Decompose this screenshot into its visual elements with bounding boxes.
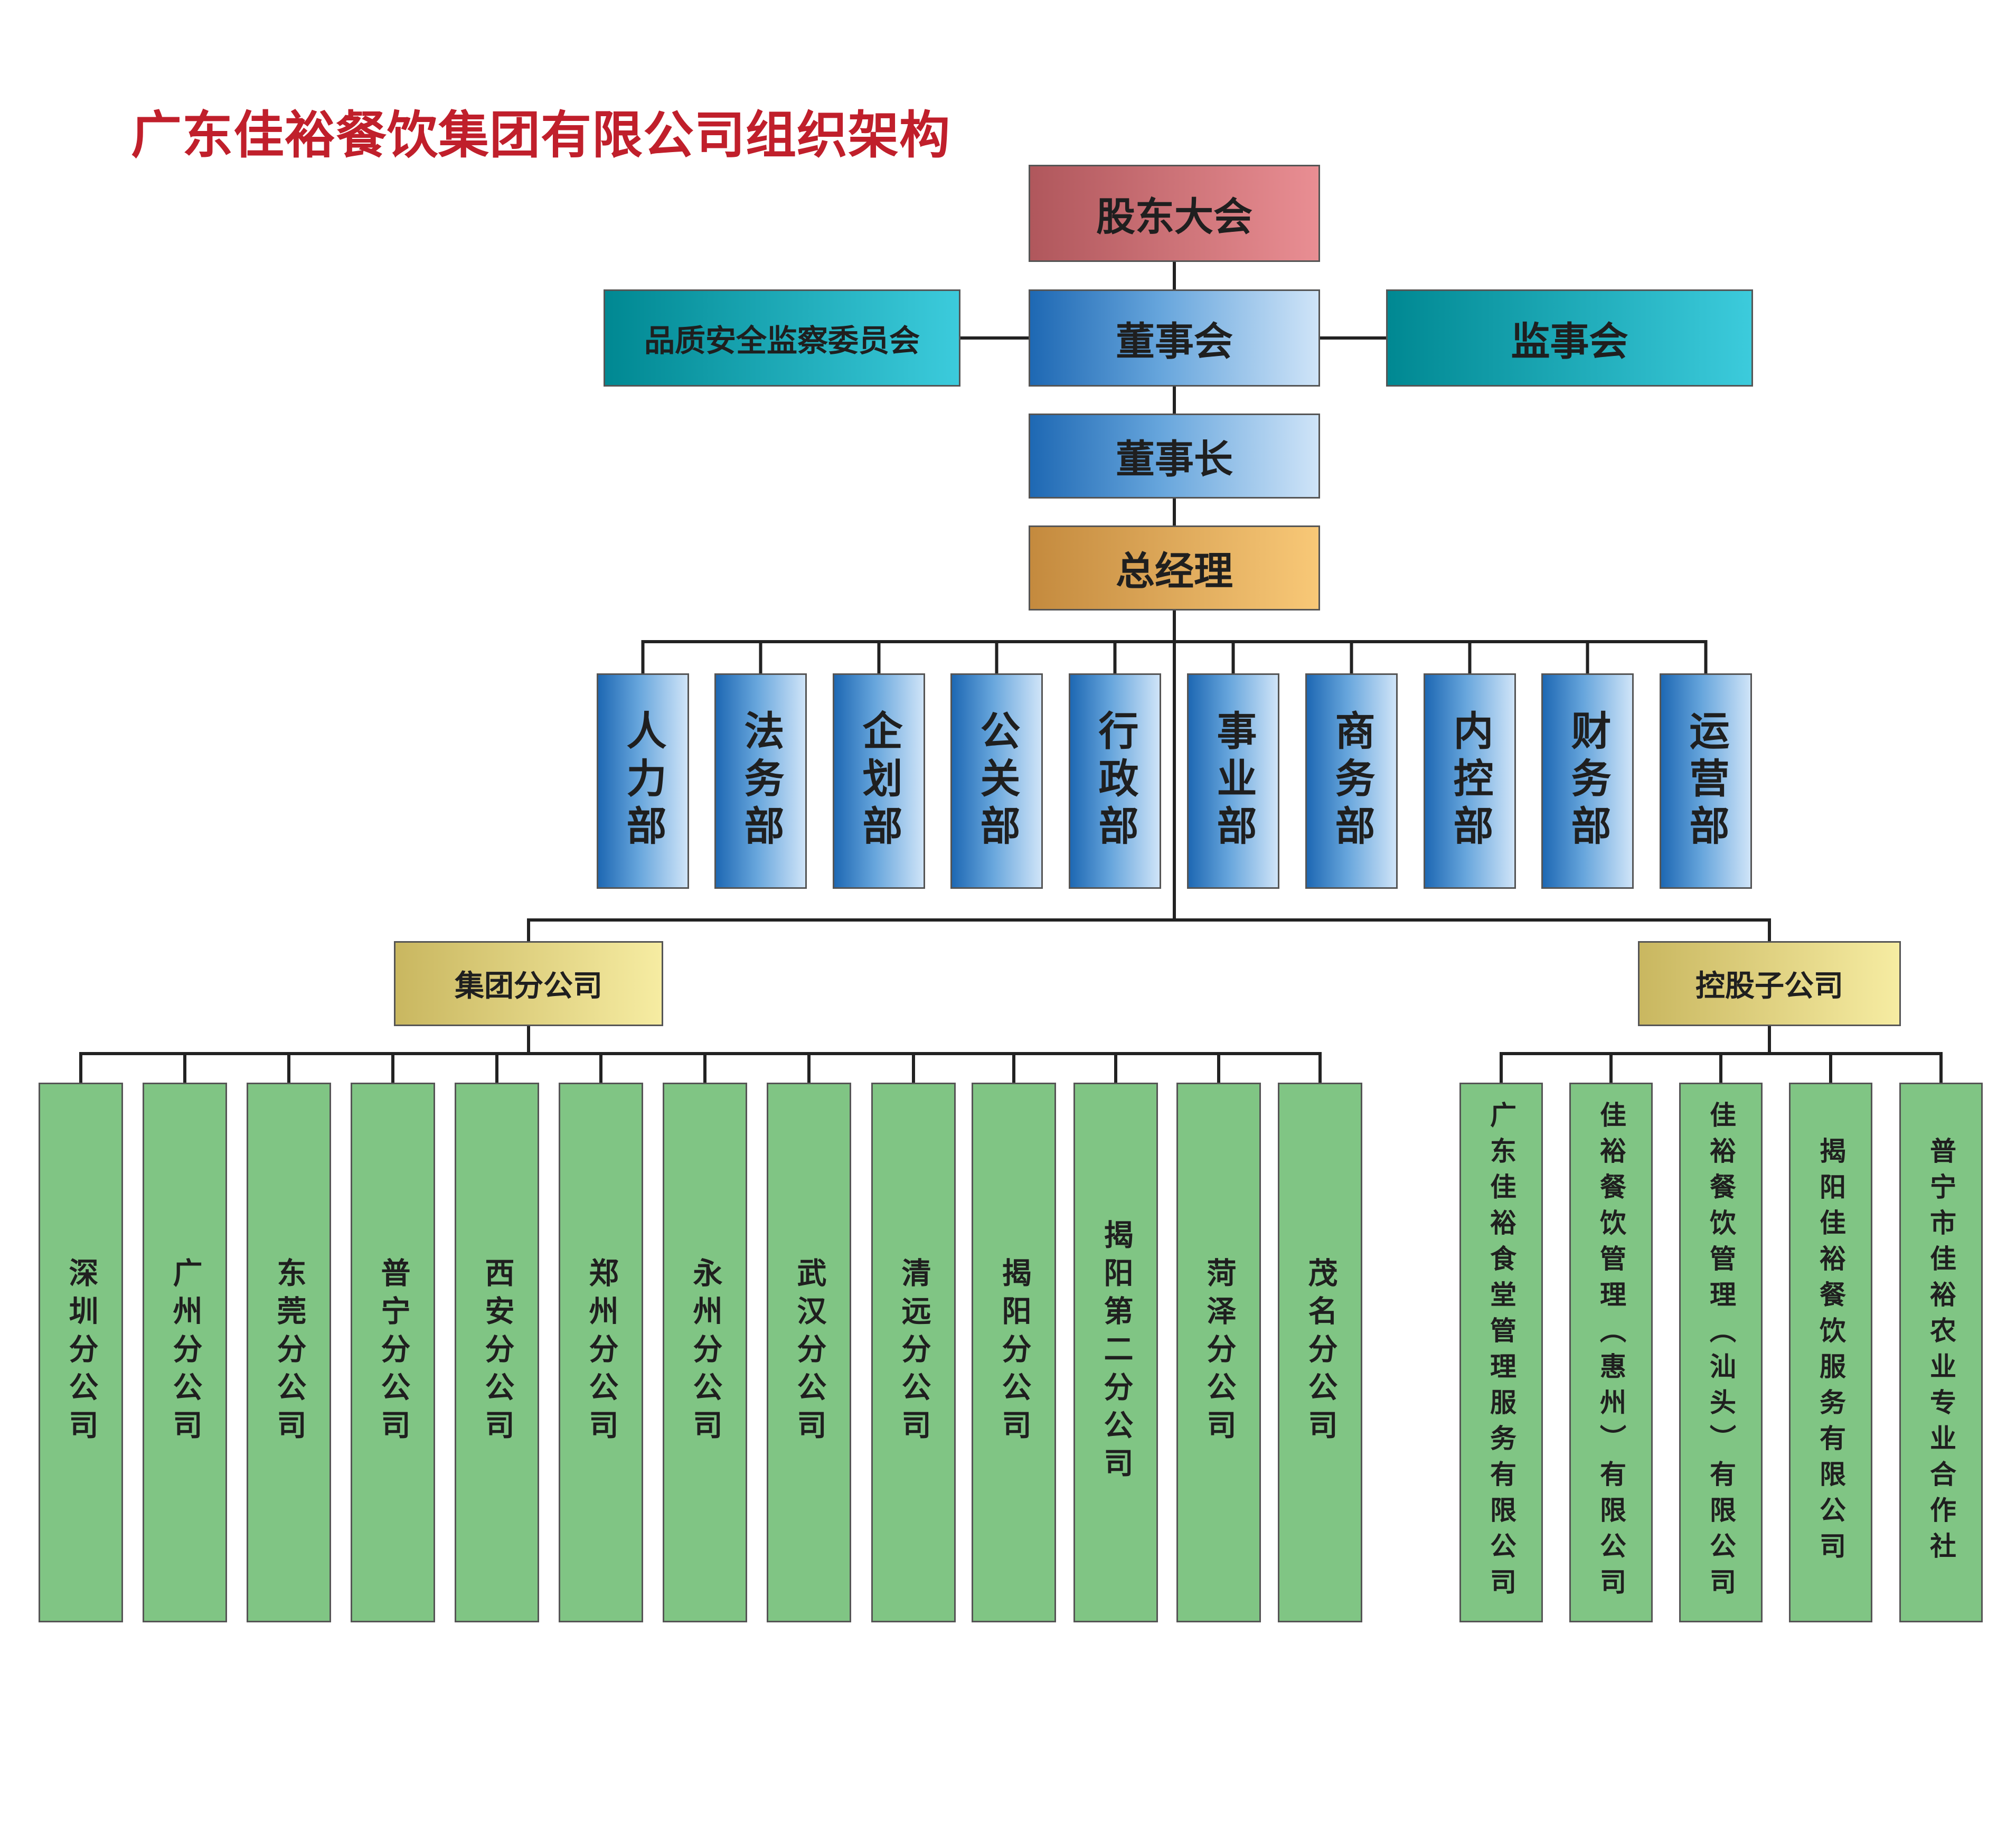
chart-title: 广东佳裕餐饮集团有限公司组织架构 — [131, 106, 950, 165]
general-manager-label: 总经理 — [1116, 549, 1233, 594]
branches-group-label: 集团分公司 — [455, 969, 602, 1003]
subsidiary-box: 广东佳裕食堂管理服务有限公司 — [1459, 1083, 1543, 1622]
general-manager-box: 总经理 — [1029, 525, 1320, 611]
branch-box-label: 郑州分公司 — [584, 1257, 618, 1448]
branch-box-label: 清远分公司 — [897, 1257, 931, 1448]
branch-box-label: 广州分公司 — [168, 1257, 202, 1448]
branch-box: 永州分公司 — [663, 1083, 747, 1622]
branches-group-box: 集团分公司 — [394, 941, 663, 1026]
branch-box-label: 揭阳分公司 — [997, 1257, 1031, 1448]
department-box: 运营部 — [1660, 673, 1752, 889]
subsidiary-box-label: 佳裕餐饮管理（惠州）有限公司 — [1596, 1101, 1626, 1604]
branch-box-label: 西安分公司 — [480, 1257, 514, 1448]
department-box: 人力部 — [597, 673, 689, 889]
branch-box-label: 永州分公司 — [688, 1257, 722, 1448]
subsidiary-box-label: 佳裕餐饮管理（汕头）有限公司 — [1706, 1101, 1736, 1604]
department-box-label: 商务部 — [1328, 710, 1376, 852]
department-box-label: 人力部 — [619, 710, 667, 852]
branch-box: 清远分公司 — [871, 1083, 956, 1622]
branch-box-label: 东莞分公司 — [272, 1257, 306, 1448]
department-box: 内控部 — [1424, 673, 1516, 889]
branch-box-label: 菏泽分公司 — [1202, 1257, 1236, 1448]
branch-box: 深圳分公司 — [39, 1083, 123, 1622]
shareholders-label: 股东大会 — [1096, 194, 1252, 240]
supervisors-label: 监事会 — [1511, 318, 1628, 364]
branch-box-label: 茂名分公司 — [1303, 1257, 1337, 1448]
board-box: 董事会 — [1029, 289, 1320, 387]
department-box: 财务部 — [1541, 673, 1634, 889]
department-box-label: 企划部 — [855, 710, 903, 852]
board-label: 董事会 — [1116, 318, 1233, 364]
branch-box: 东莞分公司 — [247, 1083, 331, 1622]
branch-box: 郑州分公司 — [559, 1083, 643, 1622]
shareholders-box: 股东大会 — [1029, 165, 1320, 262]
branch-box-label: 深圳分公司 — [64, 1257, 98, 1448]
subsidiary-box-label: 揭阳佳裕餐饮服务有限公司 — [1815, 1137, 1846, 1568]
branch-box-label: 普宁分公司 — [376, 1257, 410, 1448]
quality-committee-box: 品质安全监察委员会 — [604, 289, 960, 387]
branch-box: 揭阳第二分公司 — [1073, 1083, 1158, 1622]
branch-box: 西安分公司 — [455, 1083, 539, 1622]
branch-box: 茂名分公司 — [1278, 1083, 1362, 1622]
subsidiary-box: 佳裕餐饮管理（汕头）有限公司 — [1679, 1083, 1763, 1622]
branch-box-label: 武汉分公司 — [792, 1257, 826, 1448]
quality-committee-label: 品质安全监察委员会 — [644, 323, 920, 359]
department-box-label: 内控部 — [1446, 710, 1494, 852]
department-box: 行政部 — [1069, 673, 1161, 889]
department-box-label: 行政部 — [1091, 710, 1139, 852]
subsidiary-box: 揭阳佳裕餐饮服务有限公司 — [1789, 1083, 1872, 1622]
subsidiary-box: 普宁市佳裕农业专业合作社 — [1899, 1083, 1983, 1622]
chairman-label: 董事长 — [1116, 437, 1233, 482]
department-box: 法务部 — [714, 673, 807, 889]
branch-box: 揭阳分公司 — [972, 1083, 1056, 1622]
subsidiary-box-label: 广东佳裕食堂管理服务有限公司 — [1486, 1101, 1516, 1604]
department-box: 事业部 — [1187, 673, 1279, 889]
department-box: 企划部 — [833, 673, 925, 889]
department-box-label: 法务部 — [737, 710, 785, 852]
department-box: 公关部 — [950, 673, 1043, 889]
department-box-label: 公关部 — [973, 710, 1021, 852]
branch-box: 广州分公司 — [143, 1083, 227, 1622]
subsidiary-box-label: 普宁市佳裕农业专业合作社 — [1926, 1137, 1956, 1568]
branch-box: 普宁分公司 — [351, 1083, 435, 1622]
chairman-box: 董事长 — [1029, 414, 1320, 499]
branch-box-label: 揭阳第二分公司 — [1099, 1219, 1133, 1486]
supervisors-box: 监事会 — [1386, 289, 1753, 387]
department-box-label: 事业部 — [1210, 710, 1257, 852]
branch-box: 武汉分公司 — [767, 1083, 851, 1622]
department-box-label: 财务部 — [1564, 710, 1612, 852]
subsidiary-box: 佳裕餐饮管理（惠州）有限公司 — [1569, 1083, 1653, 1622]
subsidiaries-group-label: 控股子公司 — [1695, 969, 1843, 1003]
subsidiaries-group-box: 控股子公司 — [1638, 941, 1901, 1026]
branch-box: 菏泽分公司 — [1176, 1083, 1261, 1622]
department-box: 商务部 — [1305, 673, 1398, 889]
department-box-label: 运营部 — [1682, 710, 1730, 852]
